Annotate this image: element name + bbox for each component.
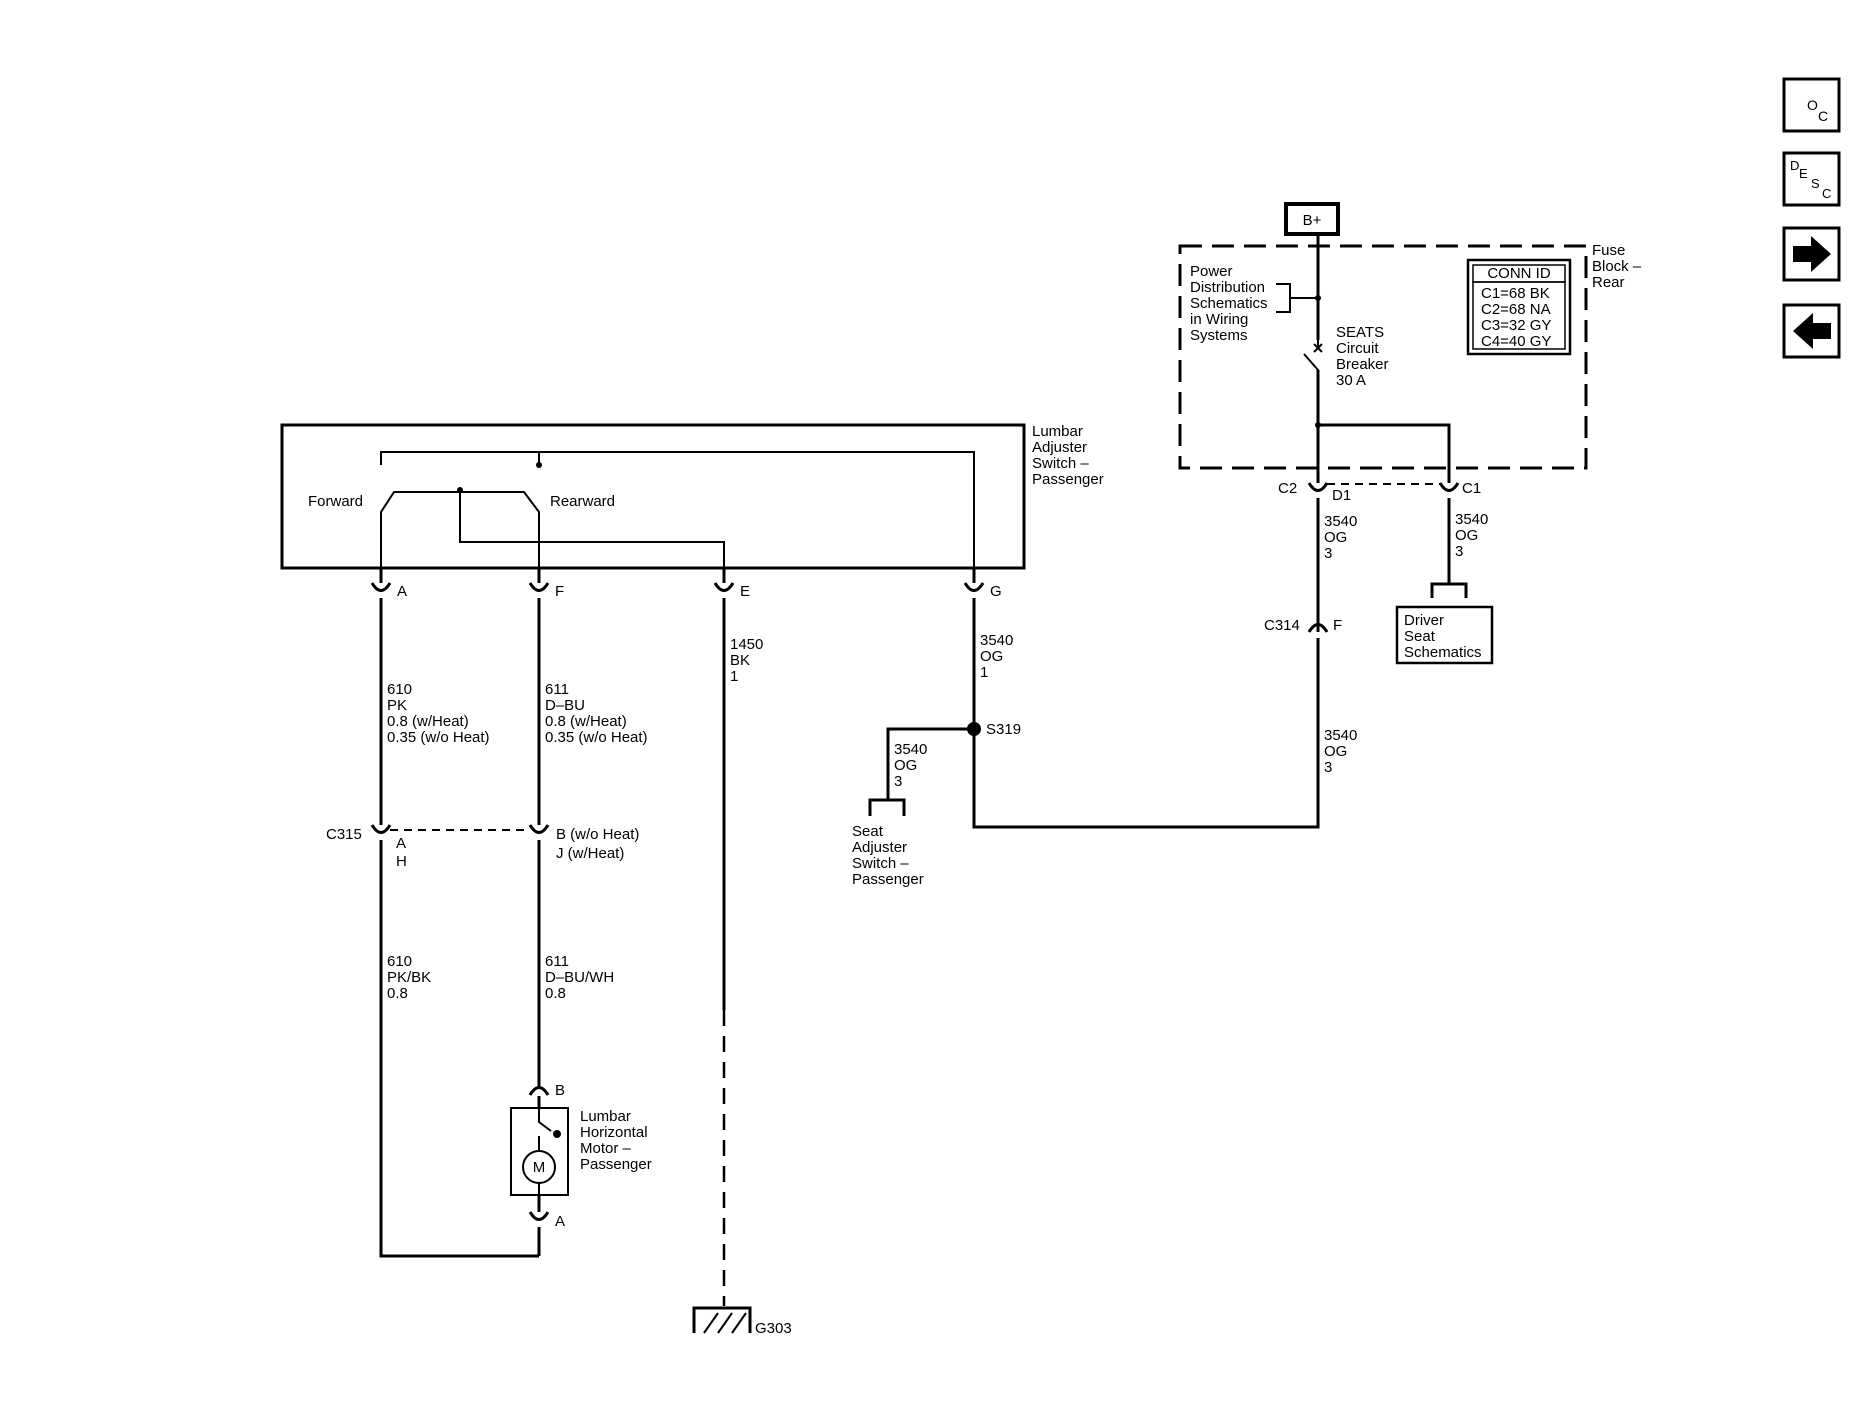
c315-pin-j: J (w/Heat): [556, 845, 624, 862]
connector-c1: [1438, 482, 1460, 492]
driver-seat-connector: [1430, 582, 1468, 598]
wire-611: 611 D–BU 0.8 (w/Heat) 0.35 (w/o Heat) 61…: [537, 568, 648, 1088]
splice-s319: S319 3540 OG 3 Seat Adjuster Switch – Pa…: [852, 721, 1021, 888]
fuse-block-outline: [1178, 244, 1588, 470]
oc-letter-o: O: [1807, 97, 1818, 113]
motor-symbol: M: [533, 1159, 546, 1176]
switch-internal-top-bus: [380, 451, 975, 568]
wire-611-lower-label: 611 D–BU/WH 0.8: [545, 953, 618, 1002]
rearward-label: Rearward: [550, 493, 615, 510]
desc-letter-c: C: [1822, 186, 1831, 201]
connector-pin-g: [963, 582, 985, 592]
splice-label: S319: [986, 721, 1021, 738]
forward-label: Forward: [308, 493, 363, 510]
lumbar-horizontal-motor: B M A Lumbar Horizontal Motor – Passenge…: [510, 1082, 652, 1256]
seat-adjuster-connector: [868, 798, 906, 816]
motor-pin-a: [528, 1211, 550, 1221]
c314-connector: C314 F 3540 OG 3: [1264, 617, 1362, 776]
desc-button[interactable]: D E S C: [1782, 151, 1841, 207]
c2-label: C2: [1278, 480, 1297, 497]
conn-id-row: C4=40 GY: [1481, 333, 1551, 350]
wire-611-upper-label: 611 D–BU 0.8 (w/Heat) 0.35 (w/o Heat): [545, 681, 648, 746]
motor-pin-b-label: B: [555, 1082, 565, 1099]
switch-connectors: A F E G: [370, 582, 1002, 600]
c315-label: C315: [326, 826, 362, 843]
ground-label: G303: [755, 1320, 792, 1337]
wire-610-upper-label: 610 PK 0.8 (w/Heat) 0.35 (w/o Heat): [387, 681, 490, 746]
d1-label: D1: [1332, 487, 1351, 504]
ground-icon: [692, 1306, 752, 1333]
motor-thermal-dot: [553, 1130, 561, 1138]
c315-pin-h: H: [396, 853, 407, 870]
circuit-breaker-icon: [1303, 340, 1323, 425]
c315-connector: C315 A H B (w/o Heat) J (w/Heat): [326, 824, 639, 870]
connector-pin-a: [370, 582, 392, 592]
wire-3540-switch: 3540 OG 1: [972, 568, 1320, 829]
c1-label: C1: [1462, 480, 1481, 497]
lumbar-adjuster-switch: Lumbar Adjuster Switch – Passenger Forwa…: [280, 423, 1104, 570]
connector-pin-e: [713, 582, 735, 592]
motor-thermal-switch: [538, 1108, 552, 1150]
oc-letter-c: C: [1818, 108, 1828, 124]
power-ref-label: Power Distribution Schematics in Wiring …: [1190, 263, 1272, 344]
bplus-box: [1284, 202, 1340, 236]
fuse-block-name: Fuse Block – Rear: [1592, 242, 1645, 291]
motor-name: Lumbar Horizontal Motor – Passenger: [580, 1108, 652, 1173]
driver-seat-name: Driver Seat Schematics: [1404, 612, 1482, 661]
connector-pin-f: [528, 582, 550, 592]
conn-id-row: C1=68 BK: [1481, 285, 1550, 302]
wire-3540-d1-label: 3540 OG 3: [1324, 513, 1362, 562]
arrow-right-icon: [1793, 236, 1831, 272]
bplus-label: B+: [1303, 212, 1322, 229]
switch-housing: [280, 423, 1026, 570]
driver-seat-box: [1395, 605, 1494, 665]
conn-id-row: C3=32 GY: [1481, 317, 1551, 334]
wire-610-lower-label: 610 PK/BK 0.8: [387, 953, 435, 1002]
wire-1450: 1450 BK 1: [722, 568, 768, 1306]
motor-pin-a-label: A: [555, 1213, 565, 1230]
conn-id-title: CONN ID: [1487, 265, 1551, 282]
breaker-label: SEATS Circuit Breaker 30 A: [1336, 324, 1393, 389]
desc-letter-d: D: [1790, 158, 1799, 173]
connector-c2-d1: [1307, 482, 1329, 492]
wire-3540-c1-label: 3540 OG 3: [1455, 511, 1493, 560]
desc-letter-e: E: [1799, 166, 1808, 181]
pin-a-label: A: [397, 583, 407, 600]
pin-f-label: F: [555, 583, 564, 600]
wire-610: 610 PK 0.8 (w/Heat) 0.35 (w/o Heat) 610 …: [379, 568, 539, 1258]
next-button[interactable]: [1782, 226, 1841, 282]
wire-3540-lower-label: 3540 OG 3: [1324, 727, 1362, 776]
conn-id-table: CONN ID C1=68 BK C2=68 NA C3=32 GY C4=40…: [1466, 258, 1572, 356]
c315-pin-a: A: [396, 835, 406, 852]
c314-pin-label: F: [1333, 617, 1342, 634]
arrow-left-icon: [1793, 313, 1831, 349]
fuse-block-connectors: C2 D1 C1 3540 OG 3 3540 OG 3 Driver Seat…: [1278, 480, 1494, 665]
switch-internal-e-path: [459, 490, 725, 568]
motor-pin-b: [528, 1086, 550, 1096]
wire-3540-g-label: 3540 OG 1: [980, 632, 1018, 681]
fuse-block-rear: Fuse Block – Rear B+ Power Distribution …: [1178, 202, 1645, 483]
switch-internal-dot: [457, 487, 463, 493]
ground-g303: G303: [692, 1306, 792, 1337]
power-ref-bracket: [1276, 283, 1318, 313]
seat-adjuster-name: Seat Adjuster Switch – Passenger: [852, 823, 924, 888]
pin-e-label: E: [740, 583, 750, 600]
wire-3540-seat-label: 3540 OG 3: [894, 741, 932, 790]
c315-pin-b: B (w/o Heat): [556, 826, 639, 843]
conn-id-row: C2=68 NA: [1481, 301, 1551, 318]
c314-label: C314: [1264, 617, 1300, 634]
prev-button[interactable]: [1782, 303, 1841, 359]
oc-button[interactable]: O C: [1782, 77, 1841, 133]
wire-1450-label: 1450 BK 1: [730, 636, 768, 685]
pin-g-label: G: [990, 583, 1002, 600]
switch-name: Lumbar Adjuster Switch – Passenger: [1032, 423, 1104, 488]
desc-letter-s: S: [1811, 176, 1820, 191]
